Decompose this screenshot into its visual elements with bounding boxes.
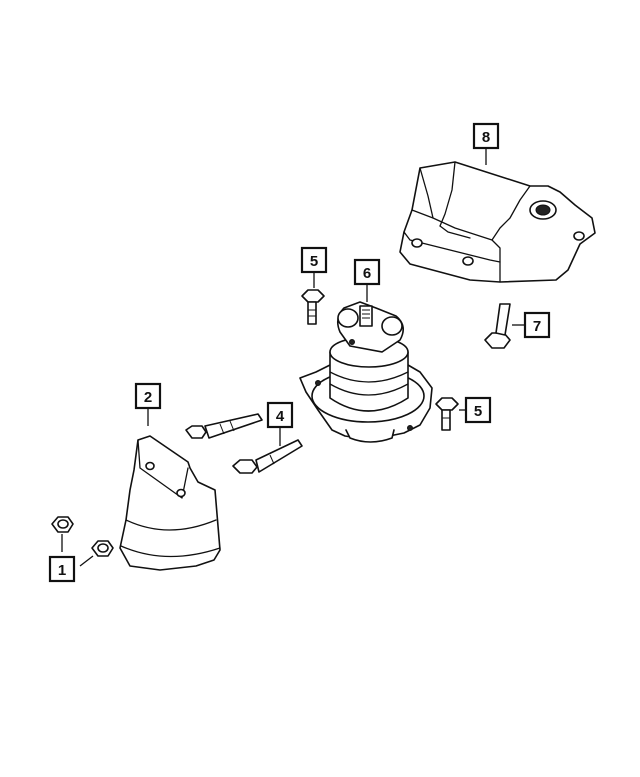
stud-lower: [232, 439, 303, 474]
svg-text:7: 7: [533, 318, 541, 335]
lower-mount-bracket: [119, 409, 221, 571]
svg-text:2: 2: [144, 389, 152, 406]
callout-7: 7: [523, 311, 551, 339]
callout-1: 1: [48, 555, 76, 583]
long-bolt: [484, 303, 511, 349]
svg-text:4: 4: [276, 408, 285, 425]
callout-5-upper: 5: [300, 246, 328, 274]
svg-text:5: 5: [310, 253, 318, 270]
svg-text:5: 5: [474, 403, 482, 420]
svg-text:8: 8: [482, 129, 490, 146]
callout-5-right: 5: [464, 396, 492, 424]
engine-mount-insulator: [299, 285, 433, 443]
stud-upper: [185, 413, 263, 439]
upper-mount-bracket: [399, 149, 596, 283]
callout-8: 8: [472, 122, 500, 150]
svg-text:6: 6: [363, 265, 371, 282]
bolt-upper: [301, 289, 325, 325]
callout-4: 4: [266, 401, 294, 429]
hex-nut-bottom: [91, 540, 114, 557]
callout-2: 2: [134, 382, 162, 410]
bolt-right: [435, 397, 459, 431]
svg-text:1: 1: [58, 562, 66, 579]
callout-6: 6: [353, 258, 381, 286]
hex-nut-top: [51, 516, 74, 533]
